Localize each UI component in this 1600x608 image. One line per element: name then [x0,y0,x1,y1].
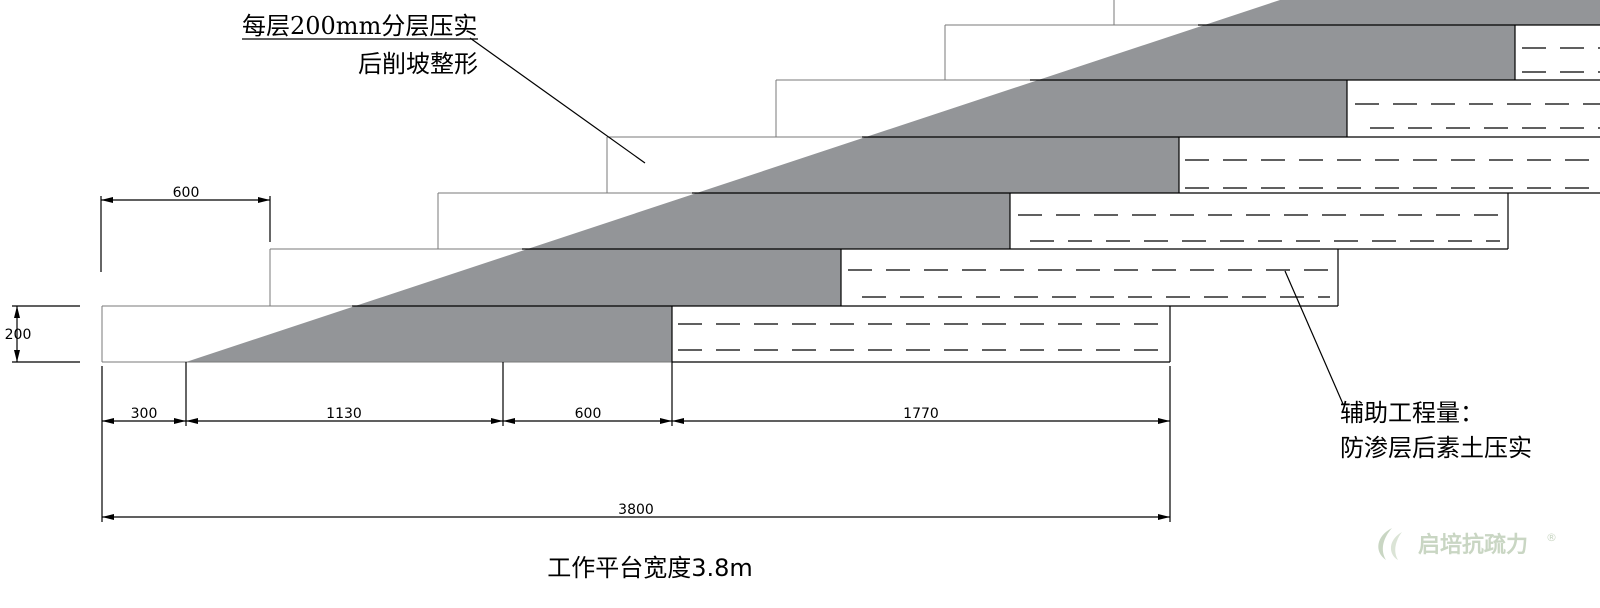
right-annotation-line2: 防渗层后素土压实 [1340,434,1532,462]
brand-registered-mark: ® [1546,531,1557,544]
dim-segment-1770: 1770 [903,406,939,422]
dim-segment-600: 600 [575,406,602,422]
step-edges [101,0,1516,362]
leader-line-top-note [469,37,646,164]
dim-top-width-label: 600 [173,185,200,201]
diagram-caption: 工作平台宽度3.8m [547,554,753,582]
dim-layer-height: 200 [5,305,80,363]
top-annotation-line1: 每层200mm分层压实 [242,12,477,40]
seepage-layer-dashes [678,47,1600,351]
dim-layer-height-label: 200 [5,327,32,343]
brand-watermark-text: 启培抗疏力 [1418,532,1528,558]
dim-segment-300: 300 [131,406,158,422]
dim-segment-1130: 1130 [326,406,362,422]
leader-line-right-note [1284,270,1344,405]
slope-trim-region [186,0,1600,362]
layer-lines [102,24,1600,363]
top-annotation: 每层200mm分层压实 后削坡整形 [242,12,478,78]
top-annotation-line2: 后削坡整形 [358,50,478,78]
dim-total-width-label: 3800 [618,502,654,518]
brand-leaf-icon [1378,528,1392,560]
dim-top-width: 600 [100,185,271,272]
right-annotation-line1: 辅助工程量： [1340,399,1484,427]
dim-bottom-chain: 300 1130 600 1770 [101,362,1171,522]
right-annotation: 辅助工程量： 防渗层后素土压实 [1340,399,1532,462]
brand-watermark: 启培抗疏力 ® [1378,528,1557,560]
dim-total-width: 3800 [102,502,1170,520]
